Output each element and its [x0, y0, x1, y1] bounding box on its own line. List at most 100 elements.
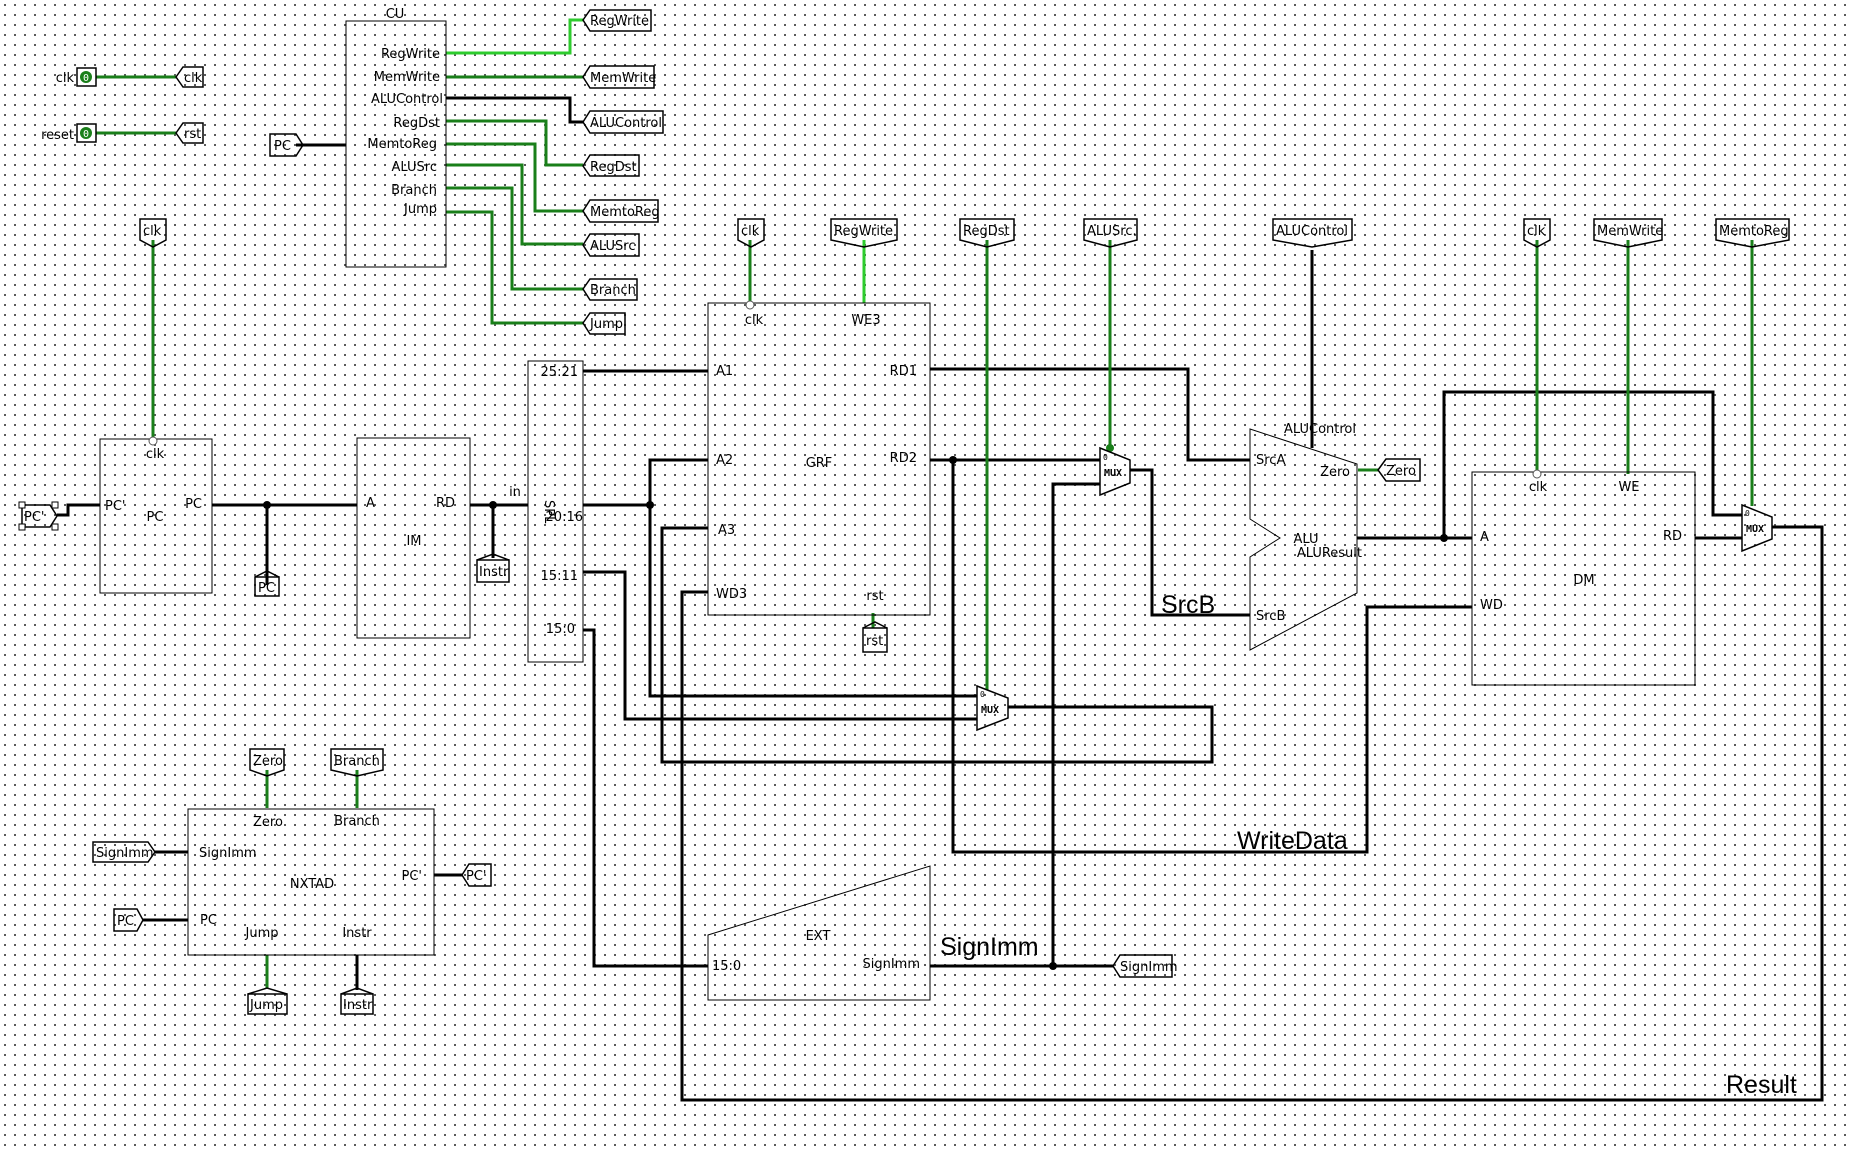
sign-extender[interactable]: EXT 15:0 SignImm [707, 865, 931, 1001]
tunnel-clk-dm[interactable]: clk [1523, 218, 1551, 248]
svg-text:PC: PC [258, 581, 275, 596]
tunnel-pc-out[interactable]: PC [254, 570, 280, 597]
tunnel-branch-nxtad[interactable]: Branch [330, 748, 384, 777]
mux-alusrc[interactable]: MUX 0 [1099, 446, 1131, 497]
pc-in-label: PC' [105, 499, 126, 514]
nxtad-out-label: PC' [402, 869, 423, 884]
svg-text:PC': PC' [24, 510, 45, 525]
instruction-memory[interactable]: A RD IM [356, 437, 471, 639]
grf-a3-label: A3 [718, 523, 735, 538]
svg-text:0: 0 [1745, 509, 1750, 518]
nxtad-zero-label: Zero [253, 815, 283, 830]
data-memory[interactable]: clk WE A WD RD DM [1471, 469, 1696, 686]
tunnel-pc-cu[interactable]: PC [269, 133, 304, 157]
reset-input[interactable]: reset 0 [41, 123, 97, 143]
alu-srca-label: SrcA [1256, 453, 1285, 468]
cu-port-regdst: RegDst [393, 116, 440, 131]
grf-rd2-label: RD2 [890, 451, 917, 466]
splitter-tap-15-0: 15:0 [546, 622, 575, 637]
ext-name: EXT [806, 929, 831, 944]
cu-port-alusrc: ALUSrc [392, 160, 437, 175]
tunnel-jump-nxtad[interactable]: Jump [247, 987, 288, 1015]
pc-name: PC [147, 510, 164, 525]
tunnel-clk-grf[interactable]: clk [737, 218, 765, 248]
tunnel-rst-top[interactable]: rst [175, 122, 204, 144]
cu-port-alucontrol: ALUControl [371, 92, 443, 107]
tunnel-memtoreg-mux[interactable]: MemtoReg [1715, 218, 1790, 248]
tunnel-regdst-cu[interactable]: RegDst [582, 154, 640, 177]
tunnel-pc-prime-nxtad[interactable]: PC' [461, 863, 492, 887]
net-label-result: Result [1726, 1071, 1797, 1099]
pc-register[interactable]: clk PC' PC PC [99, 436, 213, 594]
splitter-in-label: in [509, 485, 521, 500]
alu-control-label: ALUControl [1284, 422, 1356, 437]
cu-port-regwrite: RegWrite [381, 47, 440, 62]
tunnel-pc-nxtad[interactable]: PC [113, 908, 144, 932]
tunnel-clk-top[interactable]: clk [175, 66, 204, 88]
svg-text:PC': PC' [466, 869, 487, 884]
tunnel-signimm-ext[interactable]: SignImm [1112, 954, 1178, 978]
tunnel-signimm-nxtad[interactable]: SignImm [92, 841, 156, 863]
tunnel-alusrc-cu[interactable]: ALUSrc [582, 233, 640, 257]
svg-text:MemWrite: MemWrite [590, 71, 656, 86]
tunnel-regwrite-grf[interactable]: RegWrite [830, 218, 898, 248]
alu-srcb-label: SrcB [1256, 609, 1285, 624]
mux-memtoreg-label: MUX [1746, 524, 1764, 535]
tunnel-alucontrol-alu[interactable]: ALUControl [1272, 218, 1353, 248]
splitter[interactable]: in SPL 25:21 20:16 15:11 15:0 [509, 360, 584, 663]
tunnel-regwrite-cu[interactable]: RegWrite [582, 9, 652, 32]
svg-text:SignImm: SignImm [1120, 960, 1178, 975]
svg-text:ALUControl: ALUControl [1276, 224, 1348, 239]
pc-prime-tunnel-selected[interactable]: PC' [18, 501, 59, 531]
mux-regdst[interactable]: MUX 0 [976, 684, 1009, 732]
tunnel-clk-pcreg[interactable]: clk [139, 218, 167, 248]
alu[interactable]: ALUControl SrcA SrcB Zero ALU ALUResult [1249, 422, 1362, 651]
tunnel-jump-cu[interactable]: Jump [582, 312, 626, 335]
svg-text:0: 0 [1103, 453, 1108, 462]
register-file[interactable]: clk WE3 A1 A2 A3 WD3 RD1 RD2 GRF rst [707, 300, 931, 616]
mux-memtoreg[interactable]: MUX 0 [1741, 503, 1773, 553]
tunnel-alucontrol-cu[interactable]: ALUControl [582, 110, 664, 134]
svg-text:Instr: Instr [479, 565, 509, 580]
pc-clk-label: clk [146, 447, 165, 462]
nxtad-signimm-label: SignImm [199, 846, 257, 861]
tunnel-regdst-mux[interactable]: RegDst [959, 218, 1015, 248]
svg-text:ALUSrc: ALUSrc [590, 239, 635, 254]
tunnel-alusrc-mux[interactable]: ALUSrc. [1083, 218, 1138, 248]
tunnel-zero-nxtad[interactable]: Zero [249, 748, 285, 777]
svg-text:clk: clk [143, 224, 162, 239]
grf-wd3-label: WD3 [716, 587, 747, 602]
grf-a1-label: A1 [716, 364, 733, 379]
tunnel-zero-alu[interactable]: Zero [1377, 458, 1421, 482]
svg-text:Jump: Jump [589, 317, 623, 332]
cu-port-jump: Jump [403, 202, 437, 217]
alu-name: ALU [1293, 532, 1318, 547]
dm-wd-label: WD [1480, 598, 1503, 613]
tunnel-memtoreg-cu[interactable]: MemtoReg [582, 199, 660, 223]
next-address-unit[interactable]: Zero Branch SignImm NXTAD PC' PC Jump In… [187, 808, 435, 956]
splitter-tap-25-21: 25:21 [541, 365, 578, 380]
dm-rd-label: RD [1663, 529, 1682, 544]
clk-input[interactable]: clk 0 [56, 67, 97, 87]
control-unit[interactable]: CU RegWrite MemWrite ALUControl RegDst M… [345, 7, 447, 268]
svg-text:ALUSrc.: ALUSrc. [1087, 224, 1137, 239]
splitter-name: SPL [541, 500, 556, 524]
tunnel-memwrite-dm[interactable]: MemWrite [1593, 218, 1663, 248]
cu-port-memwrite: MemWrite [374, 70, 440, 85]
svg-text:Branch: Branch [334, 754, 380, 769]
tunnel-instr-out[interactable]: Instr [476, 553, 510, 583]
tunnel-branch-cu[interactable]: Branch [582, 278, 638, 301]
tunnel-rst-grf[interactable]: rst [862, 621, 888, 653]
mux-alusrc-label: MUX [1104, 468, 1122, 479]
tunnel-instr-nxtad[interactable]: Instr [340, 987, 374, 1015]
grf-we3-label: WE3 [851, 313, 880, 328]
dm-we-label: WE [1618, 480, 1639, 495]
svg-text:MemtoReg: MemtoReg [1719, 224, 1789, 239]
nxtad-jump-label: Jump [245, 926, 279, 941]
svg-text:PC: PC [274, 139, 291, 154]
im-rd-label: RD [436, 496, 455, 511]
tunnel-memwrite-cu[interactable]: MemWrite [582, 65, 656, 89]
reset-input-label: reset [41, 128, 74, 143]
grf-rst-label: rst [866, 589, 883, 604]
